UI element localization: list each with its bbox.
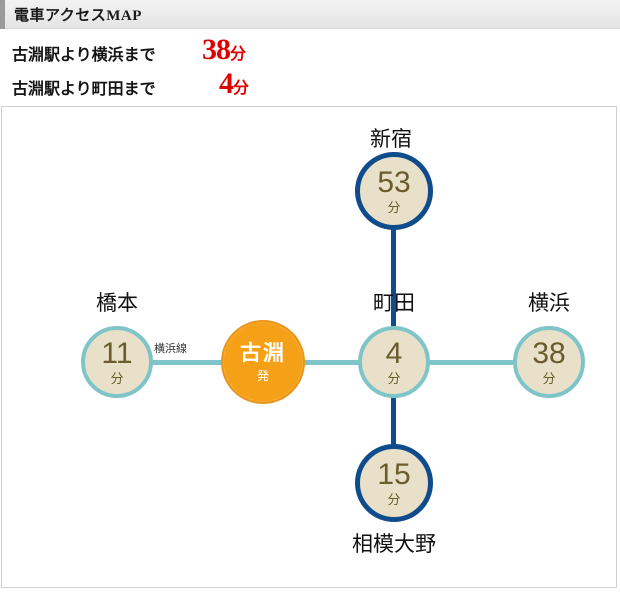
page-title: 電車アクセスMAP: [14, 8, 142, 24]
station-label-hashimoto: 橋本: [96, 291, 138, 315]
page-header: 電車アクセスMAP: [0, 0, 620, 29]
access-map-panel: 横浜線 新宿 53 分 橋本 11 分 古淵 発 町田 4 分 横浜 38 分: [1, 106, 617, 588]
summary-value-number: 4: [219, 67, 234, 100]
station-node-machida[interactable]: 4 分: [358, 326, 430, 398]
station-time-yokohama: 38: [532, 337, 566, 370]
connector-machida-sagamiono: [391, 359, 396, 483]
station-label-machida: 町田: [373, 291, 415, 315]
summary-row-machida: 古淵駅より町田まで 4分: [12, 67, 302, 101]
station-label-yokohama: 横浜: [528, 291, 570, 315]
summary-value-unit: 分: [233, 80, 250, 97]
summary-row-yokohama: 古淵駅より横浜まで 38分: [12, 33, 302, 67]
summary-value-unit: 分: [230, 46, 247, 63]
station-node-furubuchi-origin[interactable]: 古淵 発: [221, 320, 305, 404]
header-accent-bar: [0, 0, 5, 29]
station-node-hashimoto[interactable]: 11 分: [81, 326, 153, 398]
station-node-sagamiono[interactable]: 15 分: [355, 444, 433, 522]
station-label-sagamiono: 相模大野: [352, 532, 436, 556]
station-time-unit-shinjuku: 分: [387, 200, 401, 215]
summary-block: 古淵駅より横浜まで 38分 古淵駅より町田まで 4分: [0, 29, 620, 105]
station-time-unit-sagamiono: 分: [387, 492, 401, 507]
connector-furubuchi-machida: [298, 360, 370, 365]
station-name-furubuchi: 古淵: [240, 340, 286, 365]
summary-label: 古淵駅より町田まで: [12, 81, 156, 98]
station-time-shinjuku: 53: [377, 166, 411, 199]
station-time-hashimoto: 11: [101, 337, 133, 370]
station-label-shinjuku: 新宿: [370, 127, 412, 151]
summary-label: 古淵駅より横浜まで: [12, 47, 156, 64]
station-time-unit-hashimoto: 分: [110, 371, 124, 386]
connector-hashimoto-furubuchi: [112, 360, 227, 365]
station-time-sagamiono: 15: [377, 458, 411, 491]
connector-machida-yokohama: [422, 360, 518, 365]
summary-value: 38分: [202, 33, 246, 67]
summary-value: 4分: [219, 67, 249, 101]
station-time-unit-machida: 分: [387, 371, 401, 386]
summary-value-number: 38: [202, 33, 231, 66]
station-departure-marker: 発: [256, 368, 269, 383]
line-label-yokohama-line: 横浜線: [154, 343, 187, 355]
station-node-shinjuku[interactable]: 53 分: [355, 152, 433, 230]
station-time-machida: 4: [385, 337, 403, 370]
station-node-yokohama[interactable]: 38 分: [513, 326, 585, 398]
connector-shinjuku-machida: [391, 219, 396, 367]
station-time-unit-yokohama: 分: [542, 371, 556, 386]
